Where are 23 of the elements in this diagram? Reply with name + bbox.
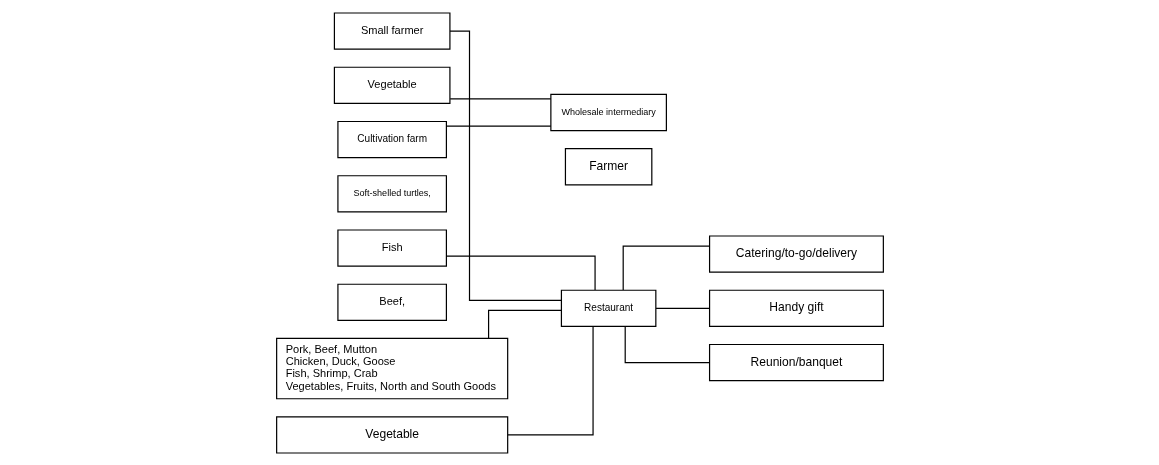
- connector: [445, 255, 596, 291]
- connector: [449, 97, 551, 99]
- node-box: Vegetable: [333, 66, 451, 104]
- node-box: Fish: [336, 228, 447, 267]
- node-box: Beef,: [336, 283, 447, 321]
- connector: [506, 325, 594, 435]
- node-box: Restaurant: [560, 289, 656, 327]
- node-box: Soft-shelled turtles,: [336, 174, 447, 212]
- node-box: Small farmer: [333, 11, 451, 50]
- node-box: Wholesale intermediary: [549, 93, 667, 131]
- connector: [445, 124, 551, 127]
- node-box: Catering/to-go/delivery: [708, 234, 884, 273]
- connector: [654, 307, 710, 309]
- connector: [448, 30, 562, 301]
- connector: [624, 325, 710, 363]
- connector: [622, 244, 710, 291]
- node-box: Reunion/banquet: [708, 343, 884, 381]
- connector: [487, 309, 562, 339]
- node-box: Pork, Beef, Mutton Chicken, Duck, Goose Fish, Shrimp, Crab Vegetables, Fruits, North and South Goods: [275, 337, 508, 399]
- node-box: Handy gift: [708, 289, 884, 327]
- node-box: Cultivation farm: [336, 120, 447, 158]
- node-box: Farmer: [564, 147, 652, 185]
- node-box: Vegetable: [275, 415, 508, 454]
